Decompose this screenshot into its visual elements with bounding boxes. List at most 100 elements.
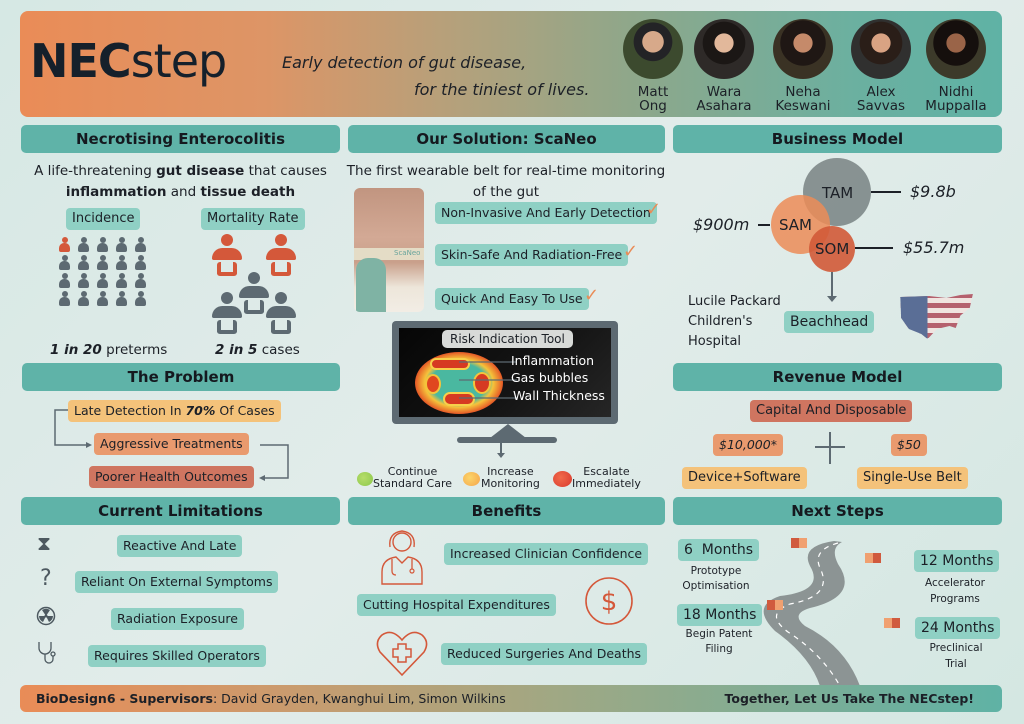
feature-item: Skin-Safe And Radiation-Free [435,244,629,266]
scan-label-wall: Wall Thickness [513,388,605,403]
flag-icon [865,553,881,563]
som-label: SOM [815,240,850,258]
sam-value: $900m [693,215,750,234]
milestone-time: 24 Months [915,617,1001,639]
monitor: Risk Indication Tool Inflammation Gas bu… [392,321,618,424]
feature-item: Non-Invasive And Early Detection [435,202,657,224]
status-dot-amber [463,472,480,486]
member-last-name: Asahara [696,98,752,114]
dollar-icon: $ [585,577,633,625]
baby-icon [58,273,71,289]
arrow-connector [54,409,90,446]
limitation-item: Requires Skilled Operators [88,645,266,667]
status-dot-green [357,472,373,486]
baby-icon [134,273,147,289]
product-photo: ScaNeo [354,188,424,312]
mortality-pictogram [210,234,310,334]
avatar [623,19,683,79]
monitor-screen: Risk Indication Tool Inflammation Gas bu… [399,328,611,417]
baby-icon [134,237,147,253]
limitation-item: Reliant On External Symptoms [75,571,279,593]
footer-credits: BioDesign6 - Supervisors: David Grayden,… [36,691,506,706]
arrow-down [500,443,502,456]
belt-brand-label: ScaNeo [394,249,421,257]
beachhead-arrow [831,272,833,298]
tam-value: $9.8b [910,182,956,201]
member-last-name: Muppalla [925,98,987,114]
team-member: Matt Ong [613,19,693,113]
usa-flag-map [900,294,973,339]
benefit-item: Reduced Surgeries And Deaths [441,643,648,665]
baby-icon [115,273,128,289]
mortality-label: Mortality Rate [201,208,305,230]
arrow-head [86,442,92,448]
sam-connector [758,224,770,226]
team-member: Wara Asahara [684,19,764,113]
question-icon: ? [40,566,52,591]
limitation-item: Reactive And Late [117,535,243,557]
clinician-icon [381,530,423,585]
member-first-name: Alex [866,84,896,100]
milestone-time: 18 Months [677,604,763,626]
avatar [926,19,986,79]
scan-label-gas: Gas bubbles [511,370,589,385]
baby-icon [134,291,147,307]
monitor-stand [490,424,526,438]
team-member: Nidhi Muppalla [916,19,996,113]
member-last-name: Keswani [775,98,831,114]
baby-icon [58,237,71,253]
section-title-business: Business Model [673,125,1002,153]
baby-icon [115,255,128,271]
status-dot-red [553,471,572,487]
baby-icon [96,291,109,307]
svg-text:$: $ [601,587,618,617]
section-title-benefits: Benefits [348,497,665,525]
incidence-pictogram [58,237,154,307]
baby-icon [77,273,90,289]
problem-flow-arrows [54,409,289,481]
problem-step-aggressive: Aggressive Treatments [94,433,249,455]
hourglass-icon: ⧗ [37,531,52,555]
belt [354,248,424,260]
solution-description: The first wearable belt for real-time mo… [346,163,666,200]
flag-icon [791,538,807,548]
check-icon: ✓ [646,199,662,220]
milestone-time: 12 Months [914,550,1000,572]
flag-icon [884,618,900,628]
team: Matt Ong Wara Asahara Neha Keswani Alex … [613,19,993,119]
benefit-item: Increased Clinician Confidence [444,543,649,565]
beachhead-badge: Beachhead [784,311,875,333]
member-first-name: Wara [706,84,742,100]
section-title-next-steps: Next Steps [673,497,1002,525]
baby-icon [77,237,90,253]
plus-icon [829,432,831,464]
arrow-head [497,453,505,458]
scan-label-inflammation: Inflammation [511,353,595,368]
benefit-item: Cutting Hospital Expenditures [357,594,556,616]
baby-icon [264,292,298,336]
arrow-connector [260,444,289,479]
belt-price: $50 [891,434,927,456]
baby-icon [237,272,271,316]
revenue-type: Capital And Disposable [750,400,913,422]
arrow-head [259,475,265,481]
baby-icon [96,273,109,289]
baby-icon [115,237,128,253]
problem-step-outcomes: Poorer Health Outcomes [89,466,254,488]
avatar [773,19,833,79]
baby-icon [58,255,71,271]
avatar [851,19,911,79]
nec-description: A life-threatening gut disease that caus… [34,163,327,200]
device-label: Device+Software [682,467,807,489]
som-connector [855,247,893,249]
baby-icon [210,292,244,336]
logo: NECstep [30,34,227,88]
baby-icon [77,255,90,271]
section-title-revenue: Revenue Model [673,363,1002,391]
scan-pointer-lines [459,361,517,399]
